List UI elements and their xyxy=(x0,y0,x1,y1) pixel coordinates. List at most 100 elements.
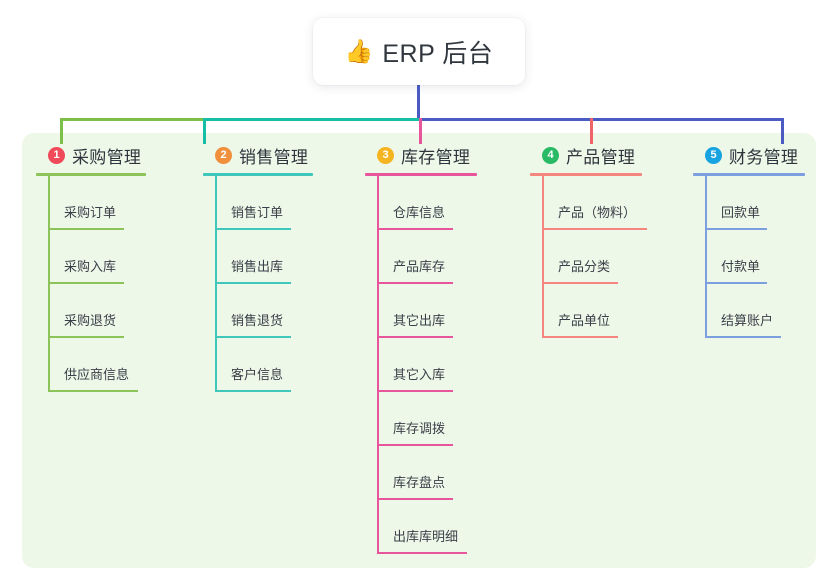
branch-stem xyxy=(215,176,217,392)
branch-header-rule xyxy=(365,173,477,176)
branch-item-list: 销售订单销售出库销售退货客户信息 xyxy=(203,176,353,392)
branch-item-label: 产品单位 xyxy=(558,313,611,328)
branch-item[interactable]: 销售出库 xyxy=(203,230,353,284)
branch-item[interactable]: 库存盘点 xyxy=(365,446,525,500)
branch-item-label: 结算账户 xyxy=(721,313,774,328)
branch-item-rule xyxy=(377,282,453,284)
branch-item-rule xyxy=(48,228,124,230)
branch-item[interactable]: 产品单位 xyxy=(530,284,690,338)
branch-item-label: 出库库明细 xyxy=(393,529,459,544)
branch-item-label: 采购入库 xyxy=(64,259,117,274)
branch-title: 销售管理 xyxy=(239,147,309,167)
branch-title: 采购管理 xyxy=(72,147,142,167)
branch-item[interactable]: 其它出库 xyxy=(365,284,525,338)
branch-column-2: 2 销售管理销售订单销售出库销售退货客户信息 xyxy=(203,142,353,392)
branch-column-5: 5 财务管理回款单付款单结算账户 xyxy=(693,142,833,338)
branch-item-label: 销售订单 xyxy=(231,205,284,220)
branch-item-label: 库存调拨 xyxy=(393,421,446,436)
branch-item[interactable]: 付款单 xyxy=(693,230,833,284)
branch-item-rule xyxy=(377,390,453,392)
thumbs-up-icon: 👍 xyxy=(344,38,374,64)
branch-item-label: 其它入库 xyxy=(393,367,446,382)
branch-item[interactable]: 供应商信息 xyxy=(36,338,186,392)
branch-column-1: 1 采购管理采购订单采购入库采购退货供应商信息 xyxy=(36,142,186,392)
branch-item-rule xyxy=(215,228,291,230)
branch-stem xyxy=(48,176,50,392)
branch-item-rule xyxy=(377,228,453,230)
branch-item-rule xyxy=(48,282,124,284)
branch-item[interactable]: 回款单 xyxy=(693,176,833,230)
branch-item-list: 采购订单采购入库采购退货供应商信息 xyxy=(36,176,186,392)
branch-item-rule xyxy=(542,336,618,338)
branch-item[interactable]: 采购订单 xyxy=(36,176,186,230)
branch-item[interactable]: 产品库存 xyxy=(365,230,525,284)
branch-item-rule xyxy=(542,282,618,284)
branch-item-label: 产品库存 xyxy=(393,259,446,274)
branch-item-label: 采购退货 xyxy=(64,313,117,328)
branch-item-list: 回款单付款单结算账户 xyxy=(693,176,833,338)
branch-item[interactable]: 结算账户 xyxy=(693,284,833,338)
root-node-card[interactable]: 👍 ERP 后台 xyxy=(313,18,525,85)
branch-column-3: 3 库存管理仓库信息产品库存其它出库其它入库库存调拨库存盘点出库库明细 xyxy=(365,142,525,554)
branch-title: 财务管理 xyxy=(729,147,799,167)
branch-item-label: 采购订单 xyxy=(64,205,117,220)
branch-item-rule xyxy=(377,498,453,500)
branch-number-badge: 4 xyxy=(542,146,559,164)
branch-item-label: 产品分类 xyxy=(558,259,611,274)
branch-item-label: 客户信息 xyxy=(231,367,284,382)
branch-number-badge: 5 xyxy=(705,146,722,164)
root-node-title: ERP 后台 xyxy=(382,39,494,68)
branch-item-rule xyxy=(215,336,291,338)
branch-item-rule xyxy=(215,390,291,392)
branch-item-rule xyxy=(542,228,647,230)
branch-item-label: 回款单 xyxy=(721,205,761,220)
diagram-panel xyxy=(22,133,816,568)
branch-item-label: 付款单 xyxy=(721,259,761,274)
branch-item[interactable]: 产品分类 xyxy=(530,230,690,284)
branch-title: 库存管理 xyxy=(401,147,471,167)
branch-header-3[interactable]: 3 库存管理 xyxy=(365,142,525,168)
branch-item-label: 库存盘点 xyxy=(393,475,446,490)
branch-item-rule xyxy=(48,336,124,338)
branch-header-rule xyxy=(530,173,642,176)
branch-item[interactable]: 采购入库 xyxy=(36,230,186,284)
branch-item-label: 销售退货 xyxy=(231,313,284,328)
branch-item-label: 仓库信息 xyxy=(393,205,446,220)
branch-item[interactable]: 仓库信息 xyxy=(365,176,525,230)
branch-header-5[interactable]: 5 财务管理 xyxy=(693,142,833,168)
branch-header-rule xyxy=(203,173,313,176)
branch-item-list: 产品（物料） 产品分类产品单位 xyxy=(530,176,690,338)
branch-number-badge: 3 xyxy=(377,146,394,164)
branch-stem xyxy=(377,176,379,554)
branch-stem xyxy=(542,176,544,338)
branch-item[interactable]: 其它入库 xyxy=(365,338,525,392)
branch-item[interactable]: 采购退货 xyxy=(36,284,186,338)
branch-stem xyxy=(705,176,707,338)
branch-number-badge: 1 xyxy=(48,146,65,164)
branch-item[interactable]: 产品（物料） xyxy=(530,176,690,230)
branch-header-2[interactable]: 2 销售管理 xyxy=(203,142,353,168)
branch-header-1[interactable]: 1 采购管理 xyxy=(36,142,186,168)
branch-item-rule xyxy=(377,552,467,554)
branch-item-label: 销售出库 xyxy=(231,259,284,274)
branch-item-rule xyxy=(377,444,453,446)
branch-item[interactable]: 出库库明细 xyxy=(365,500,525,554)
branch-item-rule xyxy=(48,390,138,392)
branch-header-rule xyxy=(693,173,805,176)
branch-item[interactable]: 销售退货 xyxy=(203,284,353,338)
branch-item-rule xyxy=(705,228,767,230)
branch-item[interactable]: 客户信息 xyxy=(203,338,353,392)
branch-item[interactable]: 库存调拨 xyxy=(365,392,525,446)
branch-item[interactable]: 销售订单 xyxy=(203,176,353,230)
branch-header-rule xyxy=(36,173,146,176)
branch-item-list: 仓库信息产品库存其它出库其它入库库存调拨库存盘点出库库明细 xyxy=(365,176,525,554)
branch-item-label: 其它出库 xyxy=(393,313,446,328)
branch-number-badge: 2 xyxy=(215,146,232,164)
branch-item-label: 产品（物料） xyxy=(558,205,637,220)
branch-item-rule xyxy=(705,282,767,284)
branch-item-label: 供应商信息 xyxy=(64,367,130,382)
